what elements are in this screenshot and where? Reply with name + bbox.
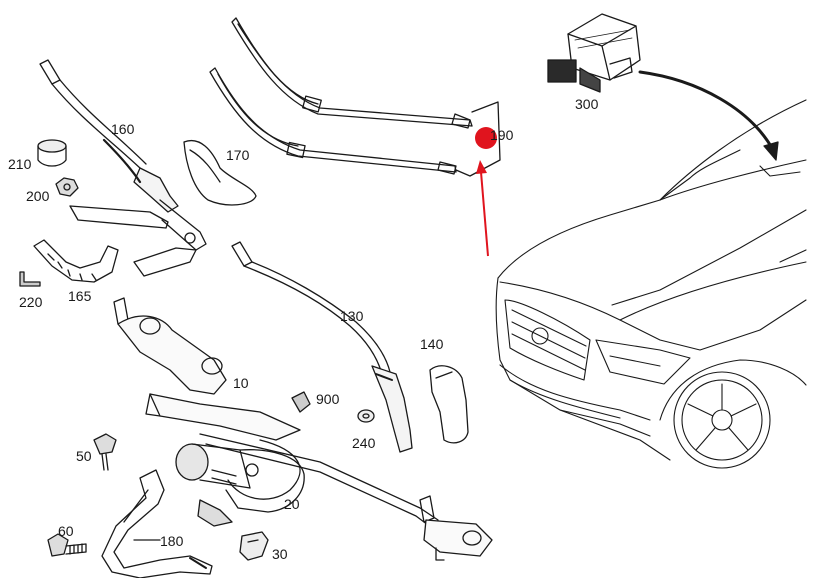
sensor-module-300 [547, 13, 641, 93]
right-pivot [419, 495, 493, 561]
part-label-900: 900 [316, 391, 340, 407]
part-label-300: 300 [575, 96, 599, 112]
clip-165 [33, 239, 119, 283]
part-label-50: 50 [76, 448, 92, 464]
wiper-arm-160 [39, 59, 207, 277]
part-900 [291, 391, 311, 413]
part-label-140: 140 [420, 336, 444, 352]
part-label-10: 10 [233, 375, 249, 391]
part-label-60: 60 [58, 523, 74, 539]
part-label-30: 30 [272, 546, 288, 562]
clip-220 [19, 271, 41, 287]
part-label-200: 200 [26, 188, 50, 204]
part-label-180: 180 [160, 533, 184, 549]
pointer-arrow [476, 160, 489, 257]
highlight-marker-190 [475, 127, 497, 149]
washer-240 [357, 409, 375, 423]
part-label-20: 20 [284, 496, 300, 512]
wiper-motor-20 [175, 443, 305, 527]
wiper-linkage-10 [113, 297, 439, 529]
part-label-160: 160 [111, 121, 135, 137]
module-location-arrow [638, 70, 774, 150]
part-label-210: 210 [8, 156, 32, 172]
cover-140 [429, 365, 469, 444]
car-outline [495, 99, 807, 469]
bracket-180 [101, 469, 213, 578]
part-label-165: 165 [68, 288, 92, 304]
bolt-50 [93, 433, 117, 471]
bolt-60 [47, 533, 87, 557]
cap-210 [37, 139, 67, 167]
wiper-blades [209, 17, 501, 177]
part-label-170: 170 [226, 147, 250, 163]
wiper-arm-130 [231, 241, 413, 453]
part-label-240: 240 [352, 435, 376, 451]
bracket-30 [239, 531, 269, 561]
part-label-220: 220 [19, 294, 43, 310]
nut-200 [55, 177, 79, 197]
part-label-190: 190 [490, 127, 514, 143]
cover-170 [183, 140, 257, 206]
part-label-130: 130 [340, 308, 364, 324]
